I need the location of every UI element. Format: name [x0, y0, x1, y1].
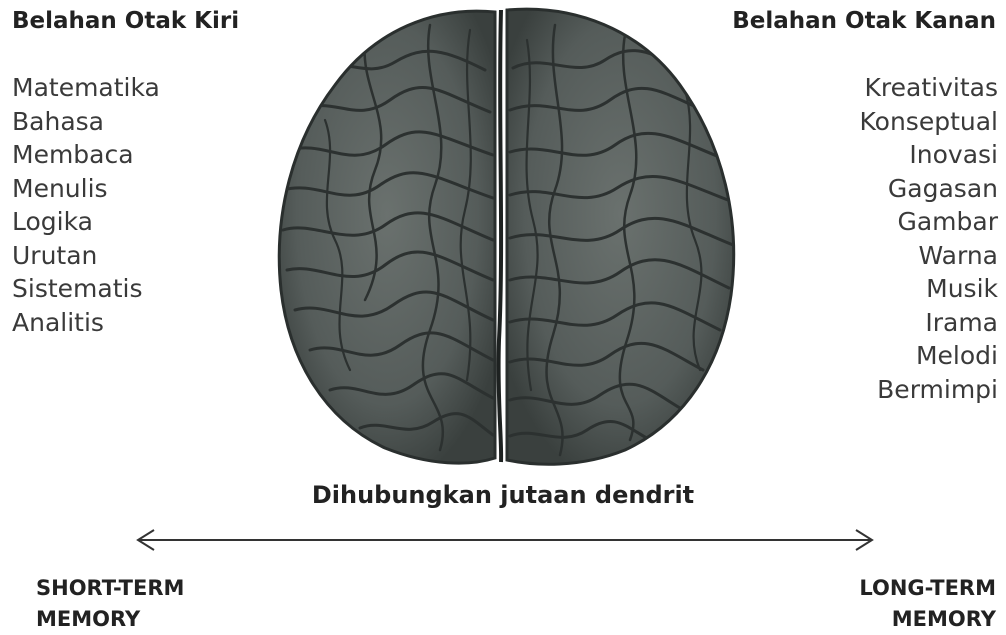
central-fissure	[499, 10, 502, 462]
right-item: Kreativitas	[860, 71, 998, 105]
right-item: Warna	[860, 239, 998, 273]
caption: Dihubungkan jutaan dendrit	[0, 481, 1006, 509]
left-item: Bahasa	[12, 105, 160, 139]
left-item: Analitis	[12, 306, 160, 340]
right-item: Inovasi	[860, 138, 998, 172]
brain-illustration	[255, 0, 755, 470]
right-item: Melodi	[860, 339, 998, 373]
right-item: Gambar	[860, 205, 998, 239]
right-hemisphere-shape	[507, 9, 734, 464]
right-hemisphere-heading: Belahan Otak Kanan	[732, 8, 996, 34]
right-item: Irama	[860, 306, 998, 340]
left-item: Membaca	[12, 138, 160, 172]
short-term-line1: SHORT-TERM	[36, 573, 184, 604]
long-term-line1: LONG-TERM	[859, 573, 996, 604]
right-item: Gagasan	[860, 172, 998, 206]
double-arrow	[130, 527, 880, 553]
left-hemisphere-shape	[279, 11, 495, 463]
right-item: Bermimpi	[860, 373, 998, 407]
long-term-memory-label: LONG-TERM MEMORY	[859, 573, 996, 635]
left-hemisphere-heading: Belahan Otak Kiri	[12, 8, 239, 34]
long-term-line2: MEMORY	[859, 604, 996, 635]
left-item: Logika	[12, 205, 160, 239]
left-item: Urutan	[12, 239, 160, 273]
left-item: Matematika	[12, 71, 160, 105]
short-term-memory-label: SHORT-TERM MEMORY	[36, 573, 184, 635]
left-item: Sistematis	[12, 272, 160, 306]
right-hemisphere-list: Kreativitas Konseptual Inovasi Gagasan G…	[860, 71, 998, 406]
left-hemisphere-list: Matematika Bahasa Membaca Menulis Logika…	[12, 71, 160, 339]
short-term-line2: MEMORY	[36, 604, 184, 635]
right-item: Musik	[860, 272, 998, 306]
right-item: Konseptual	[860, 105, 998, 139]
left-item: Menulis	[12, 172, 160, 206]
